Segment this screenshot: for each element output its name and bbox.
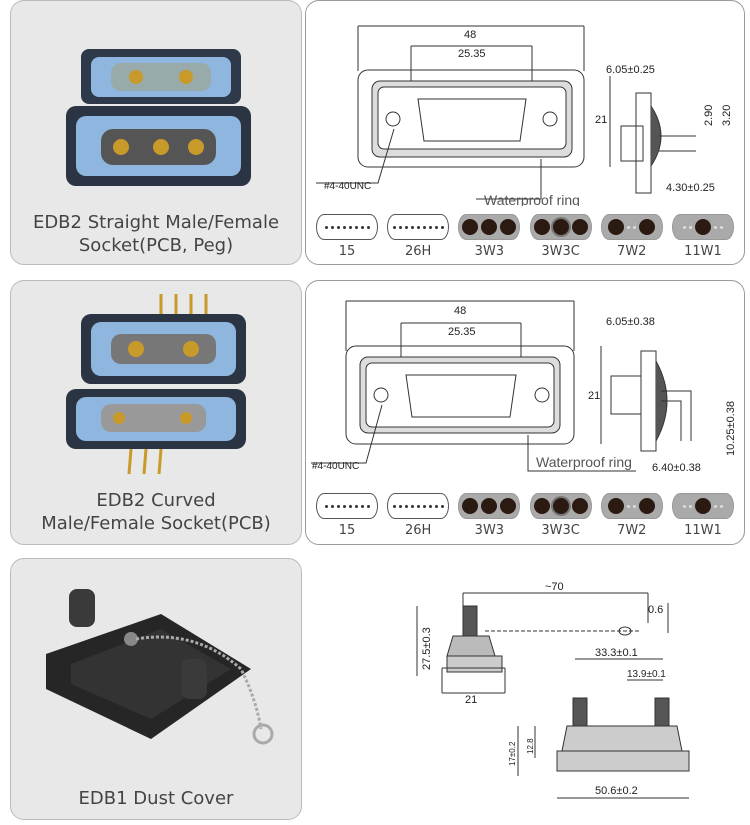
pin-layout-icon xyxy=(671,493,734,519)
dim-pin: 6.40±0.38 xyxy=(652,462,701,474)
dim-pin: 4.30±0.25 xyxy=(666,182,715,194)
pin-layout-icon xyxy=(529,493,592,519)
caption-line: Male/Female Socket(PCB) xyxy=(41,513,271,534)
dim-d1: 2.90 xyxy=(703,105,715,126)
straight-dimension-labels: 48 25.35 6.05±0.25 21 2.90 3.20 4.30±0.2… xyxy=(324,29,733,206)
pin-type-label: 11W1 xyxy=(684,523,722,538)
dim-offset: 13.9±0.1 xyxy=(627,669,666,680)
pin-layout-icon xyxy=(387,214,450,240)
dim-depth: 6.05±0.38 xyxy=(606,316,655,328)
curved-socket-image xyxy=(66,294,246,475)
pin-type-3w3: 3W3 xyxy=(456,214,522,259)
thread-label: #4-40UNC xyxy=(312,461,359,472)
dim-d2: 3.20 xyxy=(721,105,733,126)
dim-height: 21 xyxy=(588,390,600,402)
pin-types: 15 26H 3W3 3W3C 7W2 11W1 xyxy=(314,493,736,538)
caption-line: EDB2 Curved xyxy=(96,490,216,511)
pin-type-15: 15 xyxy=(314,493,380,538)
pin-type-label: 11W1 xyxy=(684,244,722,259)
pin-type-3w3: 3W3 xyxy=(456,493,522,538)
dust-cover-image xyxy=(46,589,274,745)
pin-layout-icon xyxy=(600,214,663,240)
pin-type-label: 3W3 xyxy=(474,523,505,538)
pin-type-26h: 26H xyxy=(385,493,451,538)
pin-layout-icon xyxy=(600,493,663,519)
dim-body-h: 12.8 xyxy=(526,738,535,754)
pin-type-11w1: 11W1 xyxy=(670,493,736,538)
dim-total-h: 17±0.2 xyxy=(508,741,517,766)
dim-d1: 10.25±0.38 xyxy=(725,401,737,456)
pin-type-label: 15 xyxy=(338,244,356,259)
curved-dimension-drawing xyxy=(311,300,692,472)
pin-type-3w3c: 3W3C xyxy=(528,493,594,538)
pin-type-7w2: 7W2 xyxy=(599,493,665,538)
pin-layout-icon xyxy=(387,493,450,519)
pin-type-label: 7W2 xyxy=(617,523,647,538)
pin-type-26h: 26H xyxy=(385,214,451,259)
pin-types: 15 26H 3W3 3W3C 7W2 11W1 xyxy=(314,214,736,259)
pin-layout-icon xyxy=(458,493,521,519)
pin-type-label: 7W2 xyxy=(617,244,647,259)
drawing-panel-curved: 48 25.35 6.05±0.38 21 10.25±0.38 6.40±0.… xyxy=(305,280,745,545)
pin-type-label: 15 xyxy=(338,523,356,538)
dim-width: 48 xyxy=(464,29,476,41)
curved-dimension-labels: 48 25.35 6.05±0.38 21 10.25±0.38 6.40±0.… xyxy=(312,305,737,474)
drawing-panel-straight: 48 25.35 6.05±0.25 21 2.90 3.20 4.30±0.2… xyxy=(305,0,745,265)
pin-type-11w1: 11W1 xyxy=(670,214,736,259)
dim-chain: ~70 xyxy=(545,581,564,593)
pin-type-label: 3W3 xyxy=(474,244,505,259)
pin-type-15: 15 xyxy=(314,214,380,259)
dim-length: 50.6±0.2 xyxy=(595,785,638,797)
pin-type-label: 26H xyxy=(405,244,432,259)
straight-dimension-drawing xyxy=(316,25,696,200)
thread-label: #4-40UNC xyxy=(324,181,371,192)
pin-layout-icon xyxy=(458,214,521,240)
dim-width: 48 xyxy=(454,305,466,317)
dim-width: 21 xyxy=(465,694,477,706)
dust-cover-labels: ~70 0.6 27.5±0.3 21 33.3±0.1 13.9±0.1 17… xyxy=(421,581,666,797)
product-caption: EDB1 Dust Cover xyxy=(78,788,234,809)
pin-type-label: 3W3C xyxy=(541,523,580,538)
pin-type-7w2: 7W2 xyxy=(599,214,665,259)
pin-layout-icon xyxy=(529,214,592,240)
pin-layout-icon xyxy=(316,493,378,519)
dust-cover-drawing xyxy=(416,592,690,799)
straight-socket-image xyxy=(66,49,251,186)
dim-pitch: 25.35 xyxy=(448,326,476,338)
dim-chain-thk: 0.6 xyxy=(648,604,663,616)
caption-line: EDB2 Straight Male/Female xyxy=(32,212,280,233)
caption-line: Socket(PCB, Peg) xyxy=(78,235,234,256)
dim-depth: 6.05±0.25 xyxy=(606,64,655,76)
drawing-panel-dust-cover: ~70 0.6 27.5±0.3 21 33.3±0.1 13.9±0.1 17… xyxy=(305,558,745,820)
waterproof-ring-label: Waterproof ring xyxy=(536,454,632,470)
dim-height: 21 xyxy=(595,114,607,126)
dim-pitch: 25.35 xyxy=(458,48,486,60)
pin-type-label: 3W3C xyxy=(541,244,580,259)
dim-pitch: 33.3±0.1 xyxy=(595,647,638,659)
pin-layout-icon xyxy=(671,214,734,240)
pin-type-3w3c: 3W3C xyxy=(528,214,594,259)
product-panel-dust-cover: EDB1 Dust Cover xyxy=(10,558,302,820)
pin-layout-icon xyxy=(316,214,378,240)
waterproof-ring-label: Waterproof ring xyxy=(484,192,580,206)
dim-height: 27.5±0.3 xyxy=(421,627,433,670)
pin-type-label: 26H xyxy=(405,523,432,538)
